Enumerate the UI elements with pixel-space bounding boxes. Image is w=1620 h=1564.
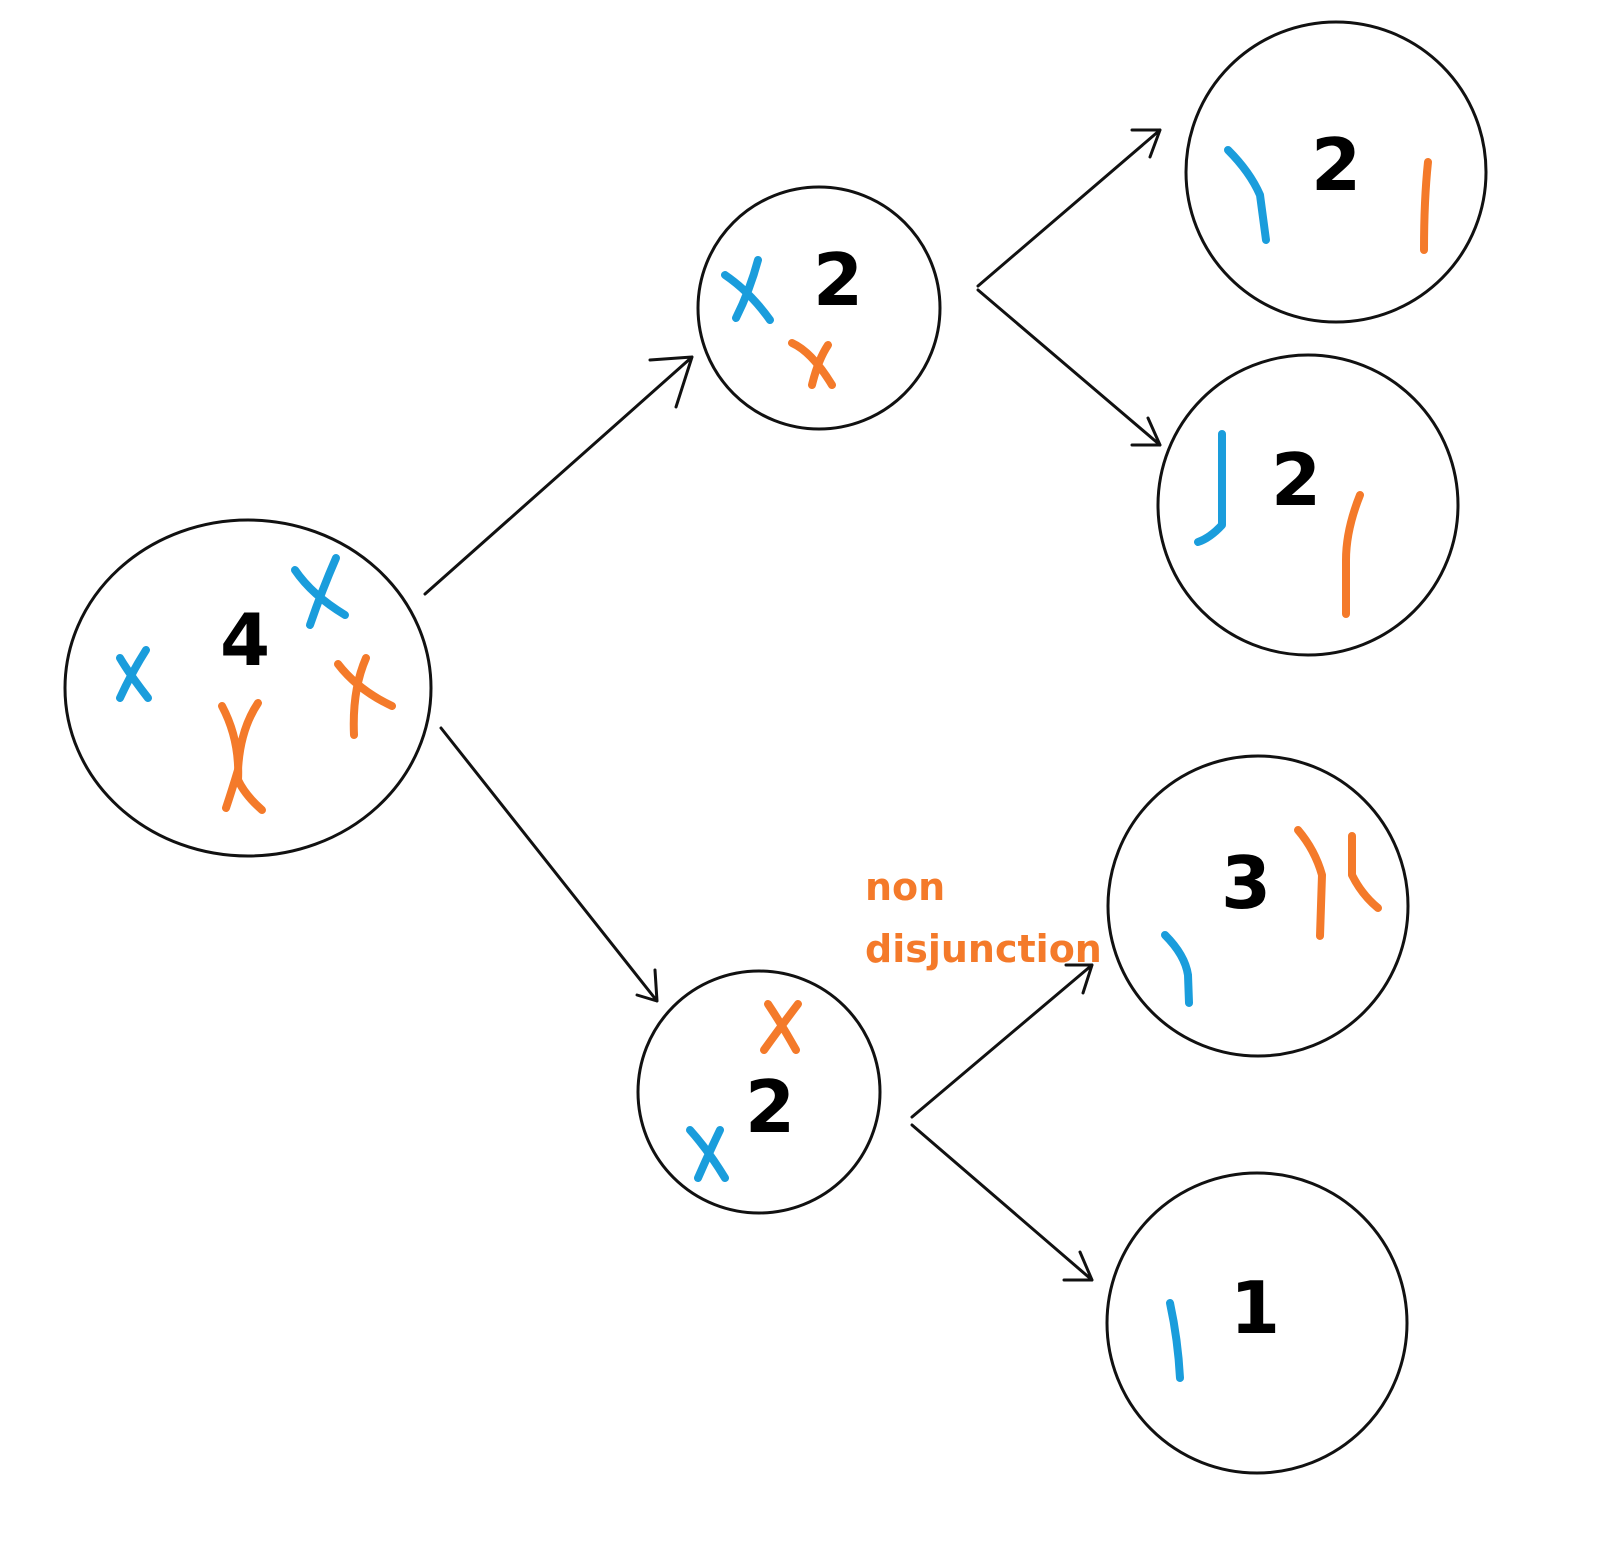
orange-chromosome-large [218, 699, 266, 814]
arrow-bottom-to-gamete-4 [910, 1123, 1094, 1282]
parent-cell: 4 [63, 518, 433, 858]
blue-chromatid [1166, 1299, 1184, 1382]
orange-chromosome-small [334, 654, 396, 739]
arrow-bottom-to-gamete-3 [910, 963, 1094, 1119]
orange-chromatid [1342, 491, 1364, 618]
orange-chromosome [760, 1000, 802, 1054]
blue-chromosome [721, 256, 774, 324]
annotation-non: non [865, 865, 945, 909]
daughter-top-count: 2 [813, 238, 863, 322]
daughter-bottom-count: 2 [745, 1065, 795, 1149]
blue-chromatid [1224, 146, 1270, 244]
blue-chromatid [1194, 430, 1226, 546]
parent-count: 4 [220, 598, 270, 682]
orange-chromatid [1420, 158, 1432, 254]
gamete-cell-3: 3 [1106, 754, 1410, 1058]
daughter-cell-top: 2 [696, 185, 942, 431]
gamete-2-count: 2 [1271, 438, 1321, 522]
gamete-cell-2: 2 [1156, 353, 1460, 657]
blue-chromosome-small [116, 646, 152, 702]
orange-chromatid [1348, 832, 1382, 912]
orange-chromosome [788, 339, 836, 389]
blue-chromatid [1161, 931, 1193, 1007]
annotation-disjunction: disjunction [865, 927, 1102, 971]
gamete-cell-1: 2 [1184, 20, 1488, 324]
daughter-cell-bottom: 2 [636, 969, 882, 1215]
gamete-cell-4: 1 [1105, 1171, 1409, 1475]
blue-chromosome-large [291, 554, 349, 629]
blue-chromosome [686, 1126, 729, 1182]
orange-chromatid [1294, 826, 1326, 940]
arrow-parent-to-top [423, 355, 694, 596]
arrow-parent-to-bottom [439, 726, 659, 1003]
arrow-top-to-gamete-2 [976, 288, 1162, 447]
arrow-top-to-gamete-1 [976, 128, 1162, 288]
gamete-1-count: 2 [1311, 123, 1361, 207]
gamete-4-count: 1 [1230, 1266, 1280, 1350]
gamete-3-count: 3 [1221, 841, 1271, 925]
